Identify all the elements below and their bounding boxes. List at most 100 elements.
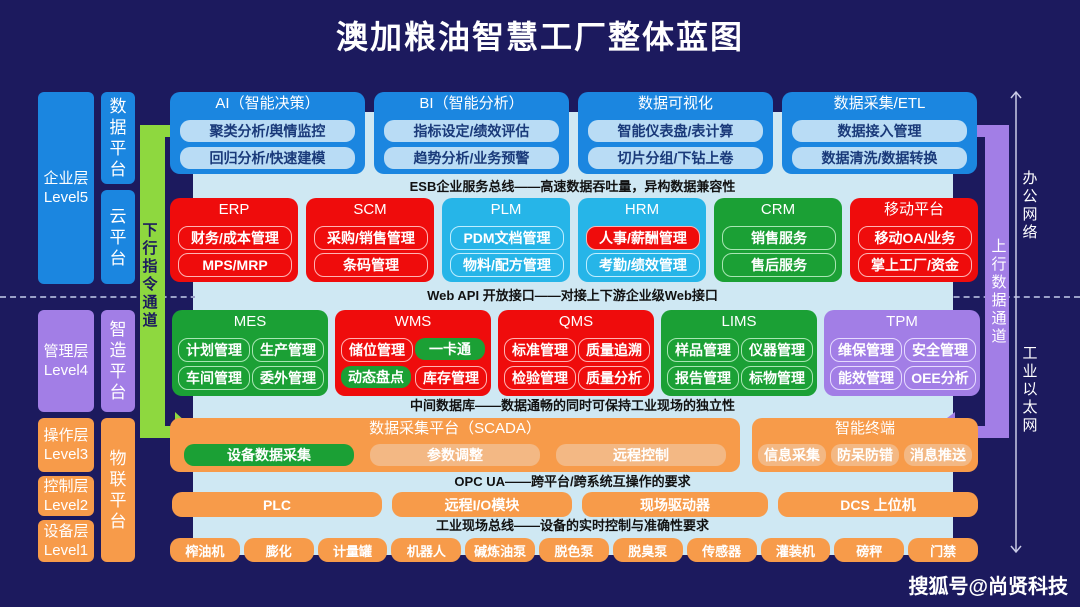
fieldbus-bus-label: 工业现场总线——设备的实时控制与准确性要求 [435, 518, 709, 533]
down-channel-label: 下 行 指 令 通 道 [142, 222, 158, 329]
card-title: TPM [886, 313, 918, 330]
item: 采购/销售管理 [314, 226, 428, 250]
level-management: 管理层 Level4 [38, 310, 94, 412]
item: 车间管理 [178, 366, 250, 390]
item: 防呆防错 [831, 444, 899, 466]
item: 储位管理 [341, 338, 413, 362]
control-field-driver: 现场驱动器 [582, 492, 768, 517]
item: 财务/成本管理 [178, 226, 292, 250]
card-hrm: HRM 人事/薪酬管理 考勤/绩效管理 [578, 198, 706, 282]
card-scm: SCM 采购/销售管理 条码管理 [306, 198, 434, 282]
control-plc: PLC [172, 492, 382, 517]
item: 切片分组/下钻上卷 [588, 147, 763, 169]
card-title: 智能终端 [834, 420, 895, 437]
opcua-bus-label: OPC UA——跨平台/跨系统互操作的要求 [454, 474, 691, 489]
down-arrow-icon [140, 111, 197, 452]
item: 仪器管理 [741, 338, 813, 362]
device-item: 门禁 [908, 538, 978, 562]
card-mobile: 移动平台 移动OA/业务 掌上工厂/资金 [850, 198, 978, 282]
item: OEE分析 [904, 366, 976, 390]
card-title: 数据可视化 [637, 95, 713, 112]
item: 质量追溯 [578, 338, 650, 362]
item: 委外管理 [252, 366, 324, 390]
item: 物料/配方管理 [450, 253, 564, 277]
item: 维保管理 [830, 338, 902, 362]
item: 库存管理 [415, 366, 487, 390]
level-control: 控制层 Level2 [38, 476, 94, 516]
card-title: 数据采集/ETL [833, 95, 926, 112]
item: 报告管理 [667, 366, 739, 390]
network-axis-icon [1010, 90, 1022, 554]
level-enterprise: 企业层 Level5 [38, 92, 94, 284]
item: 智能仪表盘/表计算 [588, 120, 763, 142]
card-title: LIMS [721, 313, 757, 330]
control-dcs: DCS 上位机 [778, 492, 978, 517]
device-item: 膨化 [243, 538, 314, 562]
platform-cloud: 云 平 台 [101, 190, 135, 284]
platform-iot: 物 联 平 台 [101, 418, 135, 562]
platform-data: 数 据 平 台 [101, 92, 135, 184]
item: 趋势分析/业务预警 [384, 147, 559, 169]
item: 条码管理 [314, 253, 428, 277]
item: 计划管理 [178, 338, 250, 362]
card-title: CRM [760, 201, 796, 218]
item: PDM文档管理 [450, 226, 564, 250]
card-ai: AI（智能决策） 聚类分析/舆情监控 回归分析/快速建模 [170, 92, 365, 174]
device-item: 计量罐 [317, 538, 388, 562]
office-network-label: 办 公 网 络 [1020, 170, 1040, 242]
card-title: 移动平台 [883, 201, 944, 218]
device-item: 脱色泵 [539, 538, 609, 562]
card-title: 数据采集平台（SCADA） [369, 420, 541, 437]
device-item: 机器人 [391, 538, 462, 562]
item: 数据接入管理 [792, 120, 967, 142]
item: 远程控制 [556, 444, 726, 466]
item: 数据清洗/数据转换 [792, 147, 967, 169]
card-title: AI（智能决策） [215, 95, 320, 112]
item: 参数调整 [370, 444, 540, 466]
device-item: 灌装机 [760, 538, 831, 562]
level-device: 设备层 Level1 [38, 520, 94, 562]
device-item: 脱臭泵 [612, 538, 683, 562]
device-item: 榨油机 [170, 538, 240, 562]
card-title: BI（智能分析） [419, 95, 524, 112]
item: 消息推送 [904, 444, 972, 466]
up-channel-label: 上 行 数 据 通 道 [991, 238, 1007, 345]
item: 信息采集 [758, 444, 826, 466]
item: 移动OA/业务 [858, 226, 972, 250]
up-arrow-icon [947, 111, 1009, 452]
card-terminal: 智能终端 信息采集 防呆防错 消息推送 [752, 418, 978, 472]
card-title: SCM [353, 201, 387, 218]
item: 考勤/绩效管理 [586, 253, 700, 277]
card-title: WMS [394, 313, 432, 330]
item: 安全管理 [904, 338, 976, 362]
page-title: 澳加粮油智慧工厂整体蓝图 [335, 19, 744, 55]
item: 检验管理 [504, 366, 576, 390]
card-tpm: TPM 维保管理 安全管理 能效管理 OEE分析 [824, 310, 980, 396]
card-title: PLM [490, 201, 522, 218]
device-item: 碱炼油泵 [465, 538, 536, 562]
device-item: 传感器 [686, 538, 757, 562]
industrial-ethernet-label: 工 业 以 太 网 [1020, 345, 1040, 435]
item: 样品管理 [667, 338, 739, 362]
card-etl: 数据采集/ETL 数据接入管理 数据清洗/数据转换 [782, 92, 977, 174]
item: 动态盘点 [341, 366, 411, 388]
card-bi: BI（智能分析） 指标设定/绩效评估 趋势分析/业务预警 [374, 92, 569, 174]
card-visualization: 数据可视化 智能仪表盘/表计算 切片分组/下钻上卷 [578, 92, 773, 174]
item: 人事/薪酬管理 [586, 226, 700, 250]
card-qms: QMS 标准管理 质量追溯 检验管理 质量分析 [498, 310, 654, 396]
item: 售后服务 [722, 253, 836, 277]
item: 能效管理 [830, 366, 902, 390]
card-erp: ERP 财务/成本管理 MPS/MRP [170, 198, 298, 282]
item: 指标设定/绩效评估 [384, 120, 559, 142]
card-lims: LIMS 样品管理 仪器管理 报告管理 标物管理 [661, 310, 817, 396]
esb-bus-label: ESB企业服务总线——高速数据吞吐量，异构数据兼容性 [409, 179, 736, 194]
card-mes: MES 计划管理 生产管理 车间管理 委外管理 [172, 310, 328, 396]
item: 设备数据采集 [184, 444, 354, 466]
middb-bus-label: 中间数据库——数据通畅的同时可保持工业现场的独立性 [409, 398, 735, 413]
watermark: 搜狐号@尚贤科技 [908, 576, 1068, 598]
item: 掌上工厂/资金 [858, 253, 972, 277]
card-crm: CRM 销售服务 售后服务 [714, 198, 842, 282]
card-title: ERP [218, 201, 250, 218]
card-plm: PLM PDM文档管理 物料/配方管理 [442, 198, 570, 282]
platform-manufacturing: 智 造 平 台 [101, 310, 135, 412]
